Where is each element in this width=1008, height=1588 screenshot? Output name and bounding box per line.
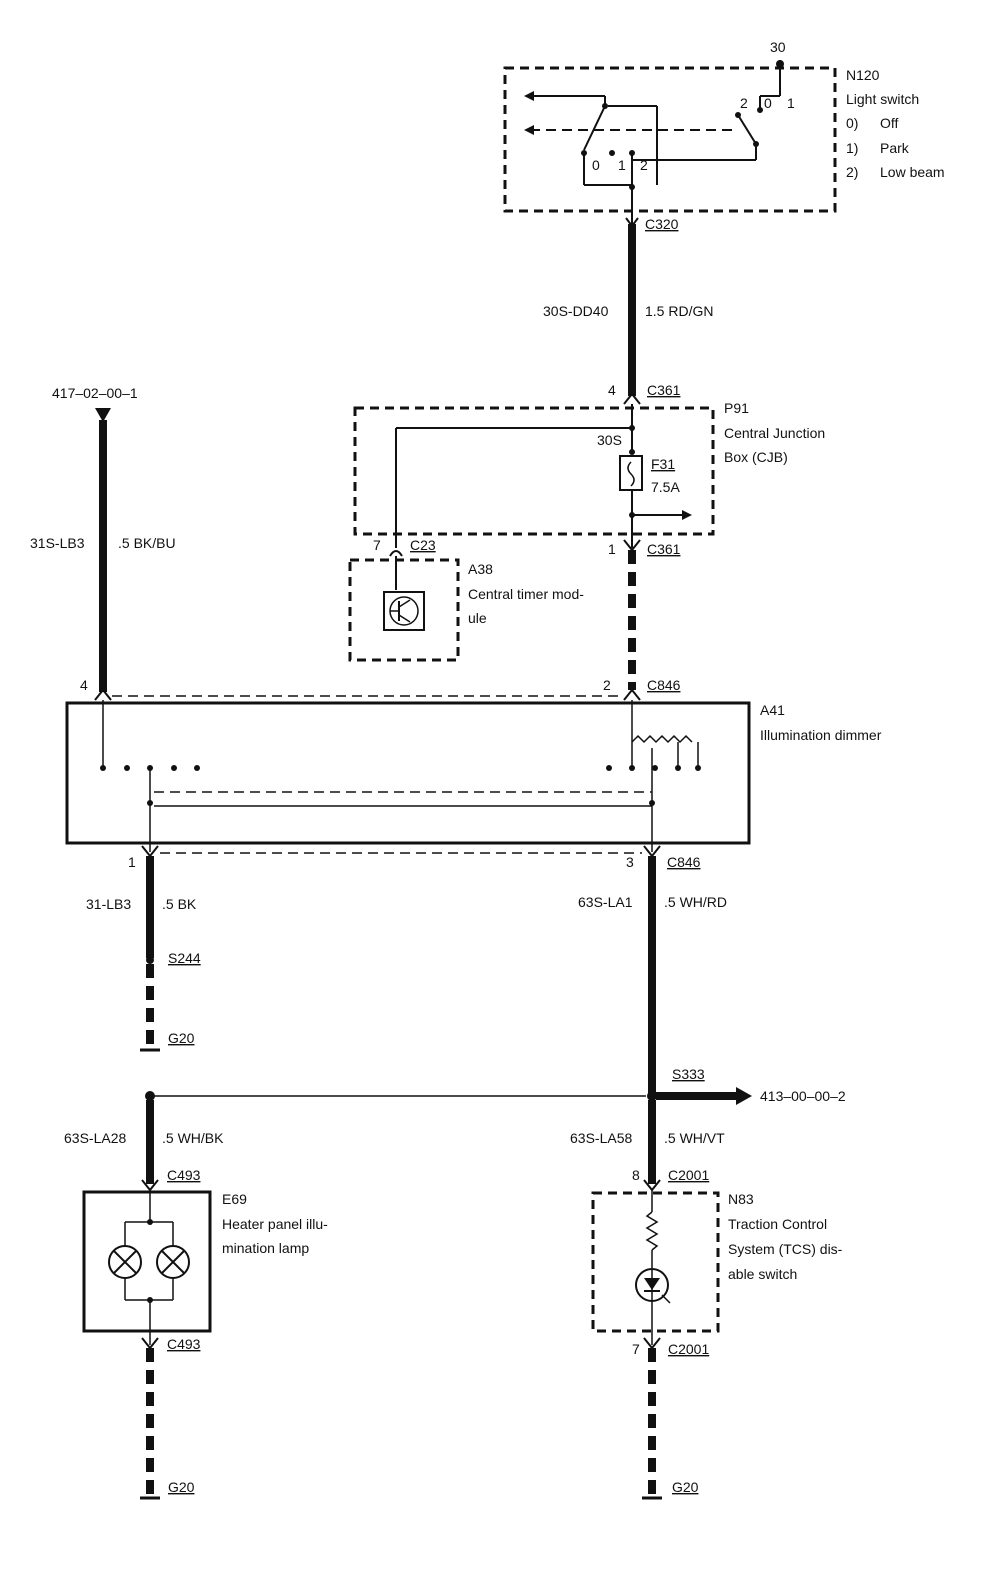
wire-w5-circuit: 63S-LA28 xyxy=(64,1130,126,1146)
lamp-bulb-icon xyxy=(108,1245,142,1279)
n120-pos2-label: Low beam xyxy=(880,164,945,180)
transistor-icon xyxy=(383,591,425,631)
c361-top-label: C361 xyxy=(647,382,681,398)
c2001-top-label: C2001 xyxy=(668,1167,709,1183)
c846-in-right-pin: 2 xyxy=(603,677,611,693)
g20-a-label: G20 xyxy=(168,1030,195,1046)
sw-right-pos-0: 0 xyxy=(764,95,772,111)
lamp-boundary xyxy=(82,1190,212,1333)
wire-w4-circuit: 63S-LA1 xyxy=(578,894,633,910)
splice-left xyxy=(145,1091,155,1101)
c493-bottom-label: C493 xyxy=(167,1336,201,1352)
a38-name-line2: ule xyxy=(468,610,487,626)
illumination-dimmer-a41: A41 Illumination dimmer xyxy=(65,700,882,852)
e69-name-line2: mination lamp xyxy=(222,1240,309,1256)
c23-label: C23 xyxy=(410,537,436,553)
light-switch-n120: 30 2 0 1 0 1 2 N120 Light sw xyxy=(503,39,945,225)
central-junction-box-p91: 30S F31 7.5A P91 Central Junction Box (C… xyxy=(353,400,825,548)
wire-w2-circuit: 31S-LB3 xyxy=(30,535,85,551)
n120-pos2: 2) xyxy=(846,164,858,180)
wire-w6-circuit: 63S-LA58 xyxy=(570,1130,632,1146)
ref-left: 417–02–00–1 xyxy=(52,385,138,401)
cjb-boundary xyxy=(353,406,715,536)
wire-w4-spec: .5 WH/RD xyxy=(664,894,727,910)
c846-out-left-pin: 1 xyxy=(128,854,136,870)
cjb-node-30s: 30S xyxy=(597,432,622,448)
n83-name-line2: System (TCS) dis- xyxy=(728,1241,843,1257)
s244-label: S244 xyxy=(168,950,201,966)
c361-top-pin: 4 xyxy=(608,382,616,398)
c2001-top-pin: 8 xyxy=(632,1167,640,1183)
fuse-f31-rating: 7.5A xyxy=(651,479,680,495)
n120-pos0-label: Off xyxy=(880,115,899,131)
splice-s244 xyxy=(146,956,154,964)
c846-out-label: C846 xyxy=(667,854,701,870)
n120-pos1: 1) xyxy=(846,140,858,156)
p91-id: P91 xyxy=(724,400,749,416)
c2001-bottom-pin: 7 xyxy=(632,1341,640,1357)
n120-name: Light switch xyxy=(846,91,919,107)
heater-panel-lamp-e69: E69 Heater panel illu- mination lamp xyxy=(82,1190,328,1345)
wire-w6-spec: .5 WH/VT xyxy=(664,1130,725,1146)
potentiometer-icon xyxy=(631,734,693,744)
ref-right: 413–00–00–2 xyxy=(760,1088,846,1104)
n120-pos1-label: Park xyxy=(880,140,910,156)
a38-name-line1: Central timer mod- xyxy=(468,586,584,602)
c361-bottom-pin: 1 xyxy=(608,541,616,557)
sw-bottom-pos-0: 0 xyxy=(592,157,600,173)
sw-right-pos-1: 1 xyxy=(787,95,795,111)
sw-right-pos-2: 2 xyxy=(740,95,748,111)
n83-name-line1: Traction Control xyxy=(728,1216,827,1232)
light-switch-boundary xyxy=(503,66,837,213)
s333-label: S333 xyxy=(672,1066,705,1082)
wire-w1-circuit: 30S-DD40 xyxy=(543,303,609,319)
splice-s333 xyxy=(647,1091,657,1101)
n83-id: N83 xyxy=(728,1191,754,1207)
n83-name-line3: able switch xyxy=(728,1266,797,1282)
n120-pos0: 0) xyxy=(846,115,858,131)
tcs-boundary xyxy=(591,1191,720,1333)
wire-w1-spec: 1.5 RD/GN xyxy=(645,303,713,319)
c361-bottom-label: C361 xyxy=(647,541,681,557)
c361-top-connector xyxy=(623,392,641,405)
sw-bottom-pos-2: 2 xyxy=(640,157,648,173)
a38-id: A38 xyxy=(468,561,493,577)
c320-label: C320 xyxy=(645,216,679,232)
p91-name-line1: Central Junction xyxy=(724,425,825,441)
c23-connector xyxy=(389,550,403,557)
e69-id: E69 xyxy=(222,1191,247,1207)
dimmer-boundary xyxy=(65,701,751,845)
pin30-dot xyxy=(776,60,784,68)
ctm-boundary xyxy=(348,558,460,662)
lamp-bulb-icon xyxy=(156,1245,190,1279)
pin30-label: 30 xyxy=(770,39,786,55)
c846-in-label: C846 xyxy=(647,677,681,693)
g20-b-label: G20 xyxy=(168,1479,195,1495)
c493-top-label: C493 xyxy=(167,1167,201,1183)
a41-id: A41 xyxy=(760,702,785,718)
c23-pin: 7 xyxy=(373,537,381,553)
wire-w5-spec: .5 WH/BK xyxy=(162,1130,224,1146)
g20-c-label: G20 xyxy=(672,1479,699,1495)
c2001-bottom-label: C2001 xyxy=(668,1341,709,1357)
p91-name-line2: Box (CJB) xyxy=(724,449,788,465)
n120-id: N120 xyxy=(846,67,880,83)
e69-name-line1: Heater panel illu- xyxy=(222,1216,328,1232)
resistor-icon xyxy=(645,1211,659,1251)
a41-name: Illumination dimmer xyxy=(760,727,882,743)
c846-in-left-pin: 4 xyxy=(80,677,88,693)
sw-bottom-pos-1: 1 xyxy=(618,157,626,173)
central-timer-module-a38: A38 Central timer mod- ule xyxy=(348,556,584,662)
wire-w3-circuit: 31-LB3 xyxy=(86,896,131,912)
wire-w3-spec: .5 BK xyxy=(162,896,197,912)
c846-out-right-pin: 3 xyxy=(626,854,634,870)
tcs-disable-switch-n83: N83 Traction Control System (TCS) dis- a… xyxy=(591,1190,843,1345)
ref-left-arrow xyxy=(95,408,111,422)
fuse-f31-id: F31 xyxy=(651,456,675,472)
wire-w2-spec: .5 BK/BU xyxy=(118,535,176,551)
led-icon xyxy=(635,1268,671,1304)
